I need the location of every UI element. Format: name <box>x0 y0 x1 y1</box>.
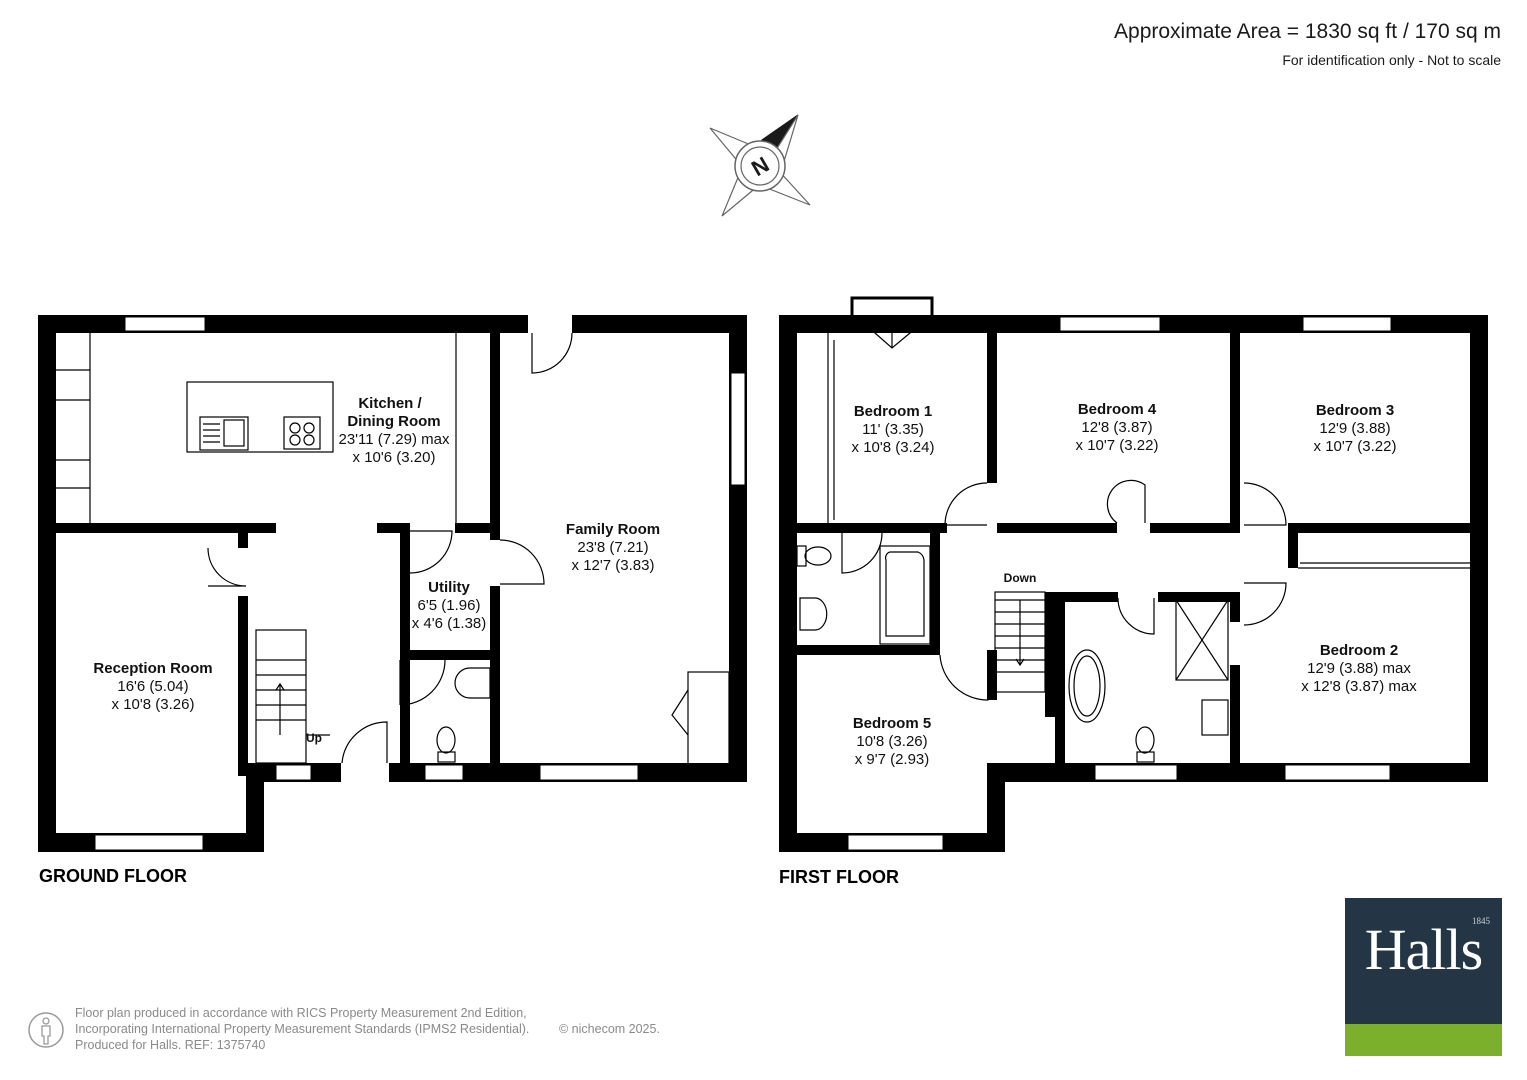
bedroom1-name: Bedroom 1 <box>854 403 932 420</box>
bedroom4-name: Bedroom 4 <box>1078 401 1157 418</box>
stairs-up-label: Up <box>306 731 322 745</box>
bedroom3-name: Bedroom 3 <box>1316 402 1394 419</box>
bedroom4-dim-2: x 10'7 (3.22) <box>1076 437 1159 454</box>
footer-line-1: Floor plan produced in accordance with R… <box>75 1006 527 1020</box>
family-name: Family Room <box>566 521 660 538</box>
ground-floor-fixtures <box>56 332 730 765</box>
first-floor-fixtures <box>796 296 1470 763</box>
bedroom2-name: Bedroom 2 <box>1320 642 1398 659</box>
bedroom3-dim-2: x 10'7 (3.22) <box>1314 438 1397 455</box>
bedroom2-dim-2: x 12'8 (3.87) max <box>1301 678 1417 695</box>
family-dim-1: 23'8 (7.21) <box>577 539 648 556</box>
bedroom3-dim-1: 12'9 (3.88) <box>1319 420 1390 437</box>
kitchen-name-1: Kitchen / <box>358 395 422 412</box>
logo-year: 1845 <box>1472 916 1490 926</box>
bedroom1-dim-1: 11' (3.35) <box>862 421 924 438</box>
reception-dim-2: x 10'8 (3.26) <box>112 696 195 713</box>
kitchen-dim-1: 23'11 (7.29) max <box>339 431 450 448</box>
family-dim-2: x 12'7 (3.83) <box>572 557 655 574</box>
bedroom1-dim-2: x 10'8 (3.24) <box>852 439 935 456</box>
bedroom5-dim-1: 10'8 (3.26) <box>856 733 927 750</box>
reception-dim-1: 16'6 (5.04) <box>117 678 188 695</box>
ground-floor-labels: Kitchen / Dining Room 23'11 (7.29) max x… <box>93 395 660 745</box>
ground-floor-windows <box>94 316 746 851</box>
footer-line-2: Incorporating International Property Mea… <box>75 1022 530 1036</box>
kitchen-name-2: Dining Room <box>347 413 440 430</box>
halls-logo: Halls 1845 <box>1345 898 1502 1056</box>
ground-floor-label: GROUND FLOOR <box>39 866 187 886</box>
first-floor-labels: Bedroom 1 11' (3.35) x 10'8 (3.24) Bedro… <box>852 401 1418 768</box>
logo-word: Halls <box>1364 917 1483 982</box>
utility-name: Utility <box>428 579 470 596</box>
scale-disclaimer: For identification only - Not to scale <box>1282 52 1501 68</box>
footer-line-3: Produced for Halls. REF: 1375740 <box>75 1038 266 1052</box>
footer-note: Floor plan produced in accordance with R… <box>75 1005 660 1053</box>
first-floor-windows <box>847 316 1392 851</box>
footer-copyright: © nichecom 2025. <box>559 1022 660 1036</box>
kitchen-dim-2: x 10'6 (3.20) <box>353 449 436 466</box>
bedroom4-dim-1: 12'8 (3.87) <box>1081 419 1152 436</box>
logo-green-bar <box>1345 1024 1502 1056</box>
person-icon <box>28 1012 64 1048</box>
utility-dim-1: 6'5 (1.96) <box>418 597 481 614</box>
bedroom5-name: Bedroom 5 <box>853 715 931 732</box>
bedroom5-dim-2: x 9'7 (2.93) <box>855 751 930 768</box>
first-floor-label: FIRST FLOOR <box>779 867 899 887</box>
stairs-down-label: Down <box>1004 571 1037 585</box>
reception-name: Reception Room <box>93 660 212 677</box>
utility-dim-2: x 4'6 (1.38) <box>412 615 487 632</box>
approximate-area: Approximate Area = 1830 sq ft / 170 sq m <box>1114 20 1501 43</box>
compass-icon: N <box>709 114 811 217</box>
bedroom2-dim-1: 12'9 (3.88) max <box>1307 660 1411 677</box>
